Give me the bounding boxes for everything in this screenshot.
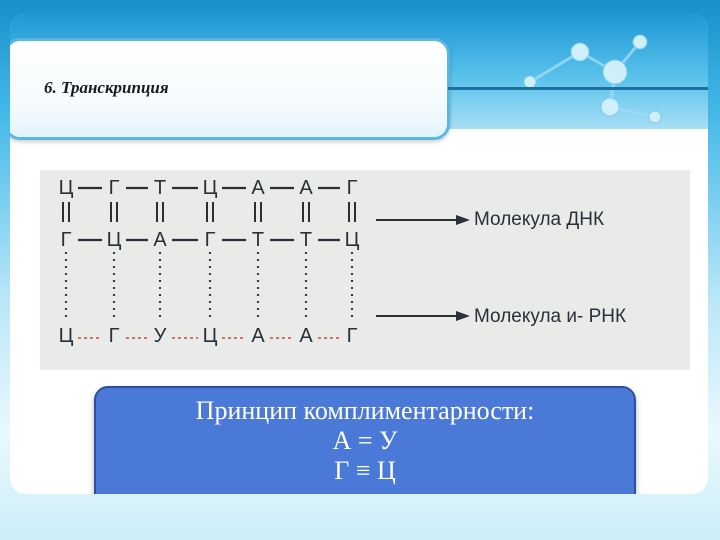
- dna-top-base: Г: [109, 177, 120, 199]
- rna-base: Г: [347, 325, 358, 347]
- principle-rule-gc: Г ≡ Ц: [334, 456, 396, 485]
- rna-base: А: [251, 325, 265, 347]
- dna-bottom-base: А: [153, 229, 167, 251]
- header-divider: [448, 87, 708, 90]
- rna-base: А: [299, 325, 313, 347]
- label-rna: Молекула и- РНК: [474, 306, 626, 327]
- label-dna: Молекула ДНК: [474, 209, 604, 230]
- rna-base: У: [154, 325, 167, 347]
- rna-base: Ц: [203, 325, 218, 347]
- dna-top-base: Т: [154, 177, 166, 199]
- title-box: [10, 38, 450, 140]
- dna-top-base: А: [299, 177, 313, 199]
- principle-heading: Принцип комплиментарности:: [195, 396, 535, 425]
- dna-bottom-base: Ц: [345, 229, 360, 251]
- diagram-canvas: Ц Г Ц Г Ц Г Т А У Ц Г Ц А Т А А Т А Г Ц Г Молекула ДНК Молекул…: [59, 177, 626, 347]
- rna-base: Г: [109, 325, 120, 347]
- dna-bottom-base: Ц: [107, 229, 122, 251]
- dna-bottom-base: Г: [61, 229, 72, 251]
- dna-bottom-base: Г: [205, 229, 216, 251]
- principle-rule-au: А = У: [332, 426, 398, 455]
- slide: 6. Транскрипция Ц Г Ц Г Ц Г Т А У Ц Г Ц А Т А А Т А Г Ц Г Мол…: [10, 14, 708, 494]
- slide-title: 6. Транскрипция: [44, 78, 169, 97]
- dna-top-base: А: [251, 177, 265, 199]
- molecule-decoration-icon: [523, 34, 662, 124]
- dna-bottom-base: Т: [300, 229, 312, 251]
- dna-top-base: Ц: [203, 177, 218, 199]
- principle-box: Принцип комплиментарности: А = У Г ≡ Ц: [94, 386, 636, 494]
- rna-arrow-head: [456, 311, 470, 321]
- dna-top-base: Г: [347, 177, 358, 199]
- transcription-diagram: Ц Г Ц Г Ц Г Т А У Ц Г Ц А Т А А Т А Г Ц Г Молекула ДНК Молекул…: [40, 170, 690, 370]
- dna-arrow-head: [456, 215, 470, 225]
- dna-top-base: Ц: [59, 177, 74, 199]
- dna-bottom-base: Т: [252, 229, 264, 251]
- rna-base: Ц: [59, 325, 74, 347]
